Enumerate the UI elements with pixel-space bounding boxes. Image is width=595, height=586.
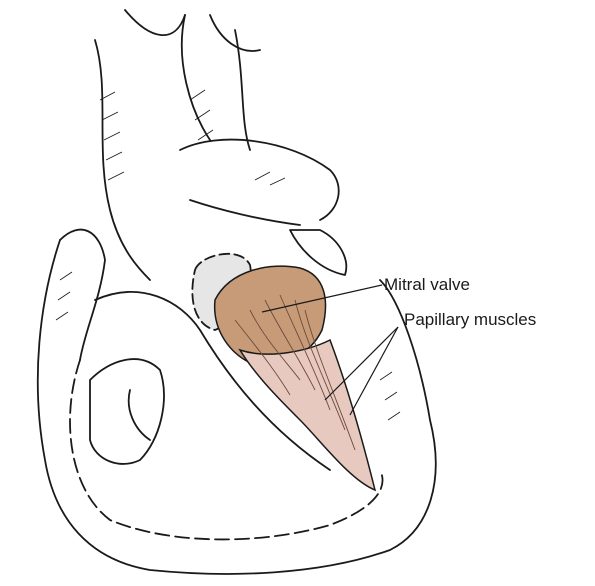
papillary-muscles-region	[240, 340, 375, 490]
papillary-muscles-label: Papillary muscles	[404, 311, 536, 328]
inner-valve-left	[90, 359, 164, 464]
aorta	[95, 40, 150, 280]
aortic-arch	[125, 10, 185, 35]
mitral-valve-label: Mitral valve	[384, 276, 470, 293]
papillary-leader-2	[350, 327, 398, 415]
inner-valve-line	[129, 390, 150, 440]
aorta-inner	[182, 15, 210, 140]
pulmonary-trunk-lower	[190, 200, 300, 225]
branch-vessel-2	[235, 30, 250, 150]
pulmonary-trunk	[180, 140, 339, 220]
right-atrium	[60, 230, 105, 360]
